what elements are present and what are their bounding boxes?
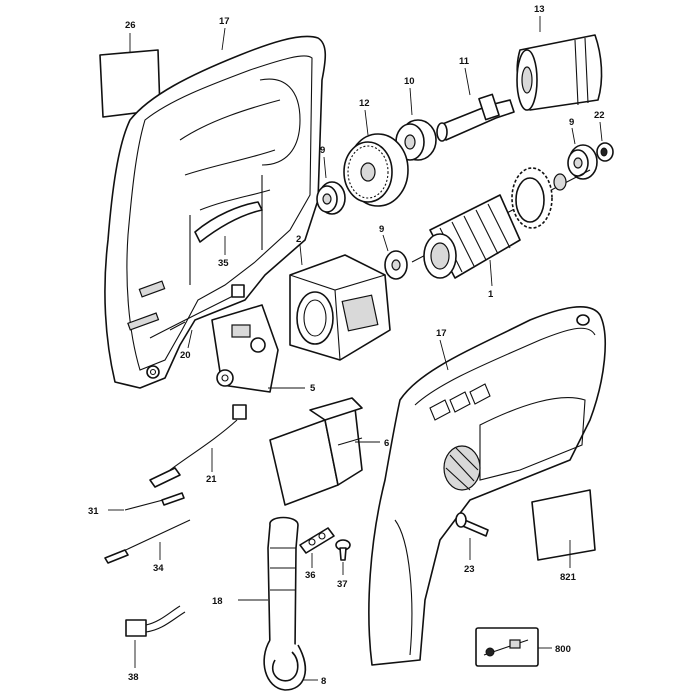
callout-21: 21 [206,474,217,485]
callout-8: 8 [321,676,326,687]
part-screw-23 [455,512,489,560]
callout-9-right: 9 [569,117,574,128]
callout-36: 36 [305,570,316,581]
callout-18: 18 [212,596,223,607]
callout-10: 10 [404,76,415,87]
part-wire-34 [104,519,191,564]
part-switch [269,397,380,506]
part-cord [271,651,318,682]
callout-6: 6 [384,438,389,449]
part-service-kit-800 [475,627,552,667]
part-bearing-9-right [567,127,598,180]
callout-20: 20 [180,350,191,361]
part-armature [411,167,591,287]
callout-2: 2 [296,234,301,245]
callout-11: 11 [459,56,470,67]
callout-17-right-housing: 17 [436,328,447,339]
part-gear-12 [343,109,409,207]
callout-800: 800 [555,644,571,655]
part-housing-right [368,306,606,666]
callout-31: 31 [88,506,99,517]
part-bearing-9-armature [382,234,408,280]
part-screw-37 [335,539,351,575]
callout-37: 37 [337,579,348,590]
callout-38: 38 [128,672,139,683]
part-cable-clamp [299,527,335,568]
part-field-stator [289,244,391,361]
callout-1: 1 [488,289,494,300]
part-label-821 [531,489,596,568]
part-chuck [516,16,603,111]
callout-23: 23 [464,564,475,575]
callout-labels: 26 17 13 11 10 12 9 9 22 9 2 35 1 20 5 1… [88,4,605,687]
part-brush-holder [211,304,305,393]
part-brush-38 [125,605,186,668]
callout-26: 26 [125,20,136,31]
callout-34: 34 [153,563,164,574]
callout-5: 5 [310,383,316,394]
part-housing-left [104,27,327,389]
callout-821: 821 [560,572,577,583]
callout-17-left-housing: 17 [219,16,230,27]
callout-12: 12 [359,98,370,109]
callout-35: 35 [218,258,229,269]
part-wire-31 [108,492,185,511]
part-cable-20 [149,284,245,349]
part-spindle [436,67,515,142]
callout-13: 13 [534,4,545,15]
callout-9-armature: 9 [379,224,384,235]
part-ring-22 [596,121,614,162]
part-bearing-9-left [316,156,346,215]
part-cable-21 [149,404,247,488]
callout-9-left: 9 [320,145,325,156]
callout-22: 22 [594,110,605,121]
part-spring-clip [189,175,263,285]
